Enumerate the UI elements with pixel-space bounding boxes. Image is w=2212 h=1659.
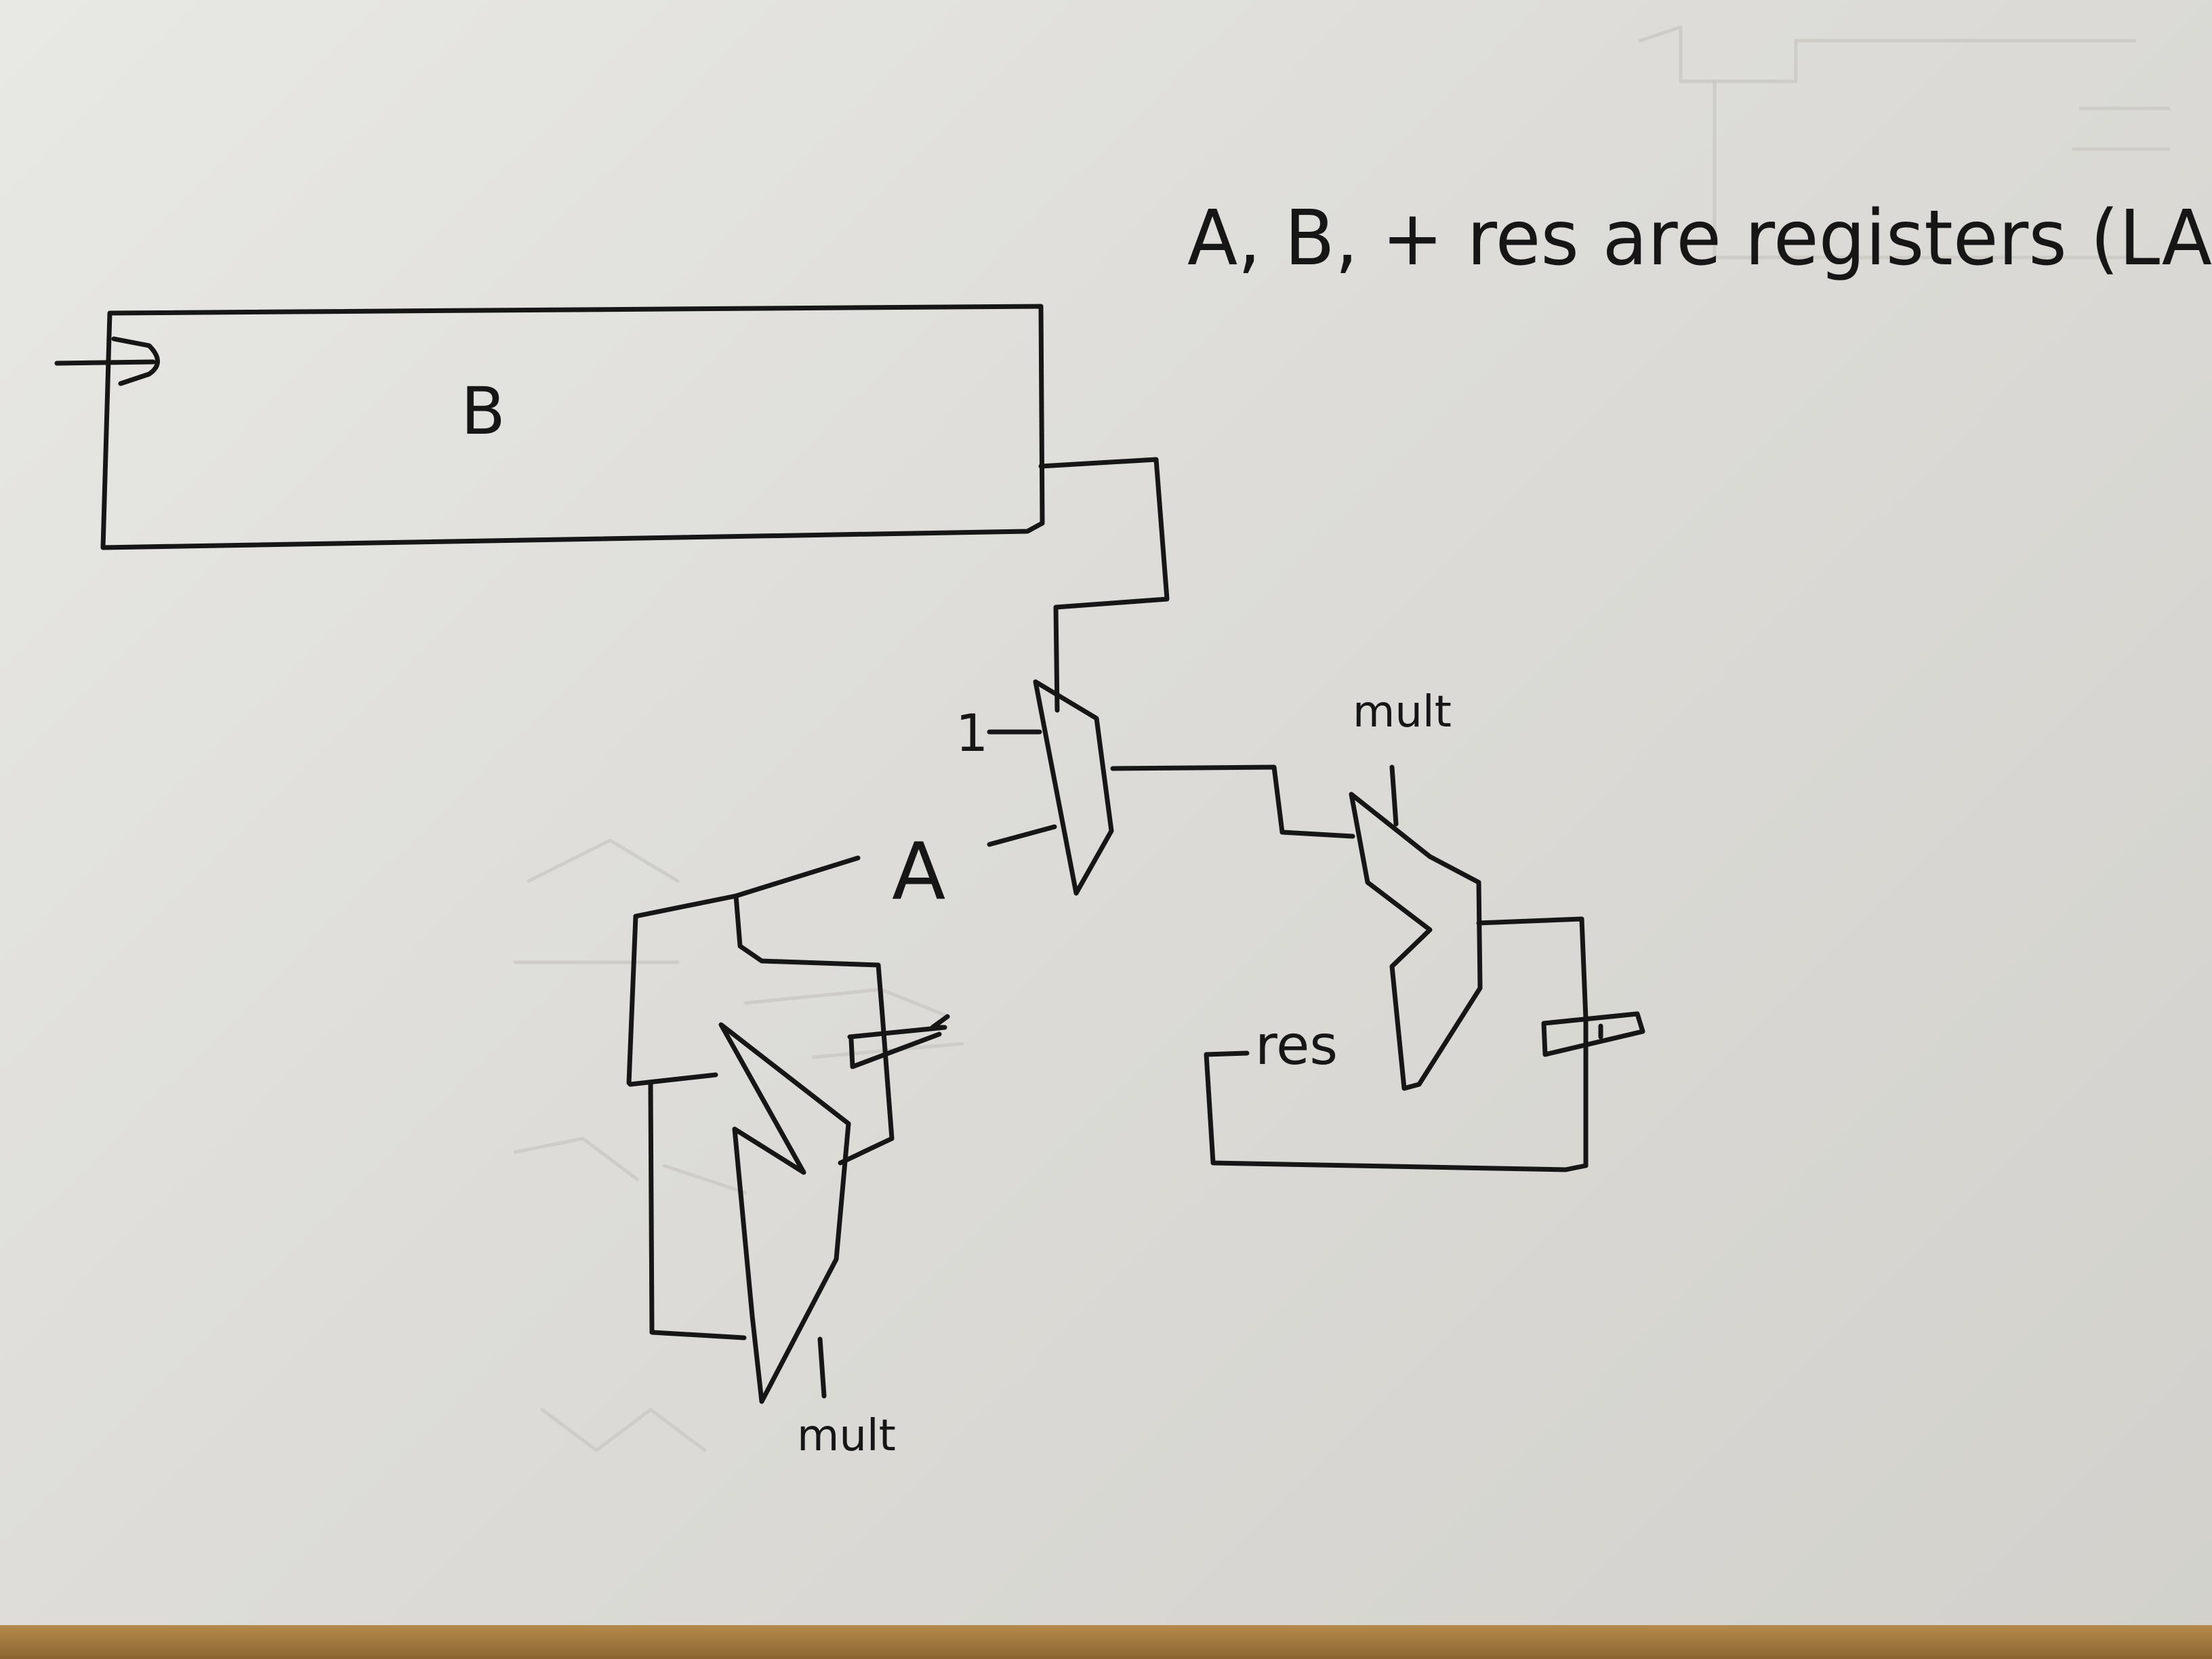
mult-bottom-control-wire (817, 1336, 827, 1399)
alu-right (1349, 792, 1483, 1091)
wire-a-out (626, 855, 861, 1086)
mult-bottom-label: mult (797, 1411, 896, 1461)
mux-input-a-wire (987, 824, 1057, 847)
wire-mux-to-alu-right (1110, 764, 1355, 839)
register-b-label: B (461, 373, 506, 449)
res-loop-wire (1204, 916, 1589, 1172)
mux-input-one-label: 1 (956, 703, 988, 763)
table-edge (0, 1625, 2212, 1659)
mult-top-label: mult (1353, 687, 1452, 737)
left-alu-input-wire (628, 1072, 718, 1087)
registers-note: A, B, + res are registers (LA (1187, 194, 2212, 283)
register-res-label: res (1255, 1014, 1338, 1077)
register-a-label: A (892, 826, 945, 918)
right-register-clock-symbol (1541, 1011, 1645, 1057)
register-b-clock-symbol (111, 336, 160, 386)
register-b-input-wire (54, 359, 156, 366)
mult-top-control-wire (1389, 764, 1399, 827)
mux-top (1033, 679, 1114, 896)
register-b-box (100, 304, 1045, 550)
left-loop-wire (733, 893, 895, 1166)
left-register-clock-symbol (847, 1014, 950, 1069)
alu-left (718, 1022, 851, 1404)
wire-b-to-mux (1038, 457, 1170, 713)
left-alu-feedback-wire (648, 1082, 747, 1340)
